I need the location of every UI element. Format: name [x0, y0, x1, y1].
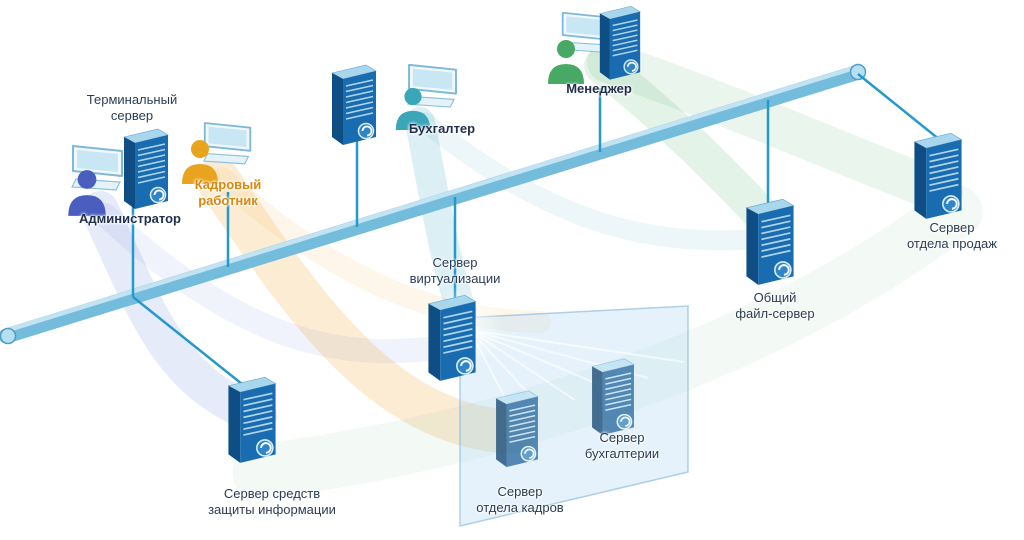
connection-lines — [131, 73, 941, 393]
terminal-server-label: Терминальный сервер — [86, 92, 178, 123]
manager-label: Менеджер — [566, 81, 632, 96]
hr-worker-label: Кадровый работник — [194, 177, 262, 208]
flow-ribbon-green-2 — [587, 41, 963, 213]
manager-person-icon — [544, 38, 588, 86]
virtualization-server-icon — [426, 292, 478, 382]
hr-department-server-label: Сервер отдела кадров — [476, 484, 564, 515]
file-server-label: Общий файл-сервер — [735, 290, 815, 321]
connection-line-security — [132, 296, 253, 393]
flow-ribbon-blue — [81, 191, 277, 435]
accounting-server-icon — [590, 356, 636, 436]
security-server-label: Сервер средств защиты информации — [208, 486, 336, 517]
flow-ribbon-green-3 — [232, 184, 983, 500]
security-server-icon — [226, 374, 278, 464]
network-bus — [0, 63, 867, 345]
administrator-label: Администратор — [79, 211, 181, 226]
virtualization-server-label: Сервер виртуализации — [409, 255, 501, 286]
file-server-icon — [744, 196, 796, 286]
connection-line-sales — [857, 73, 941, 141]
bus-endcap-left — [0, 327, 17, 345]
accounting-server-label: Сервер бухгалтерии — [584, 430, 660, 461]
sales-server-label: Сервер отдела продаж — [906, 220, 997, 251]
accountant-label: Бухгалтер — [408, 121, 476, 136]
sales-server-icon — [912, 130, 964, 220]
flow-ribbon-teal-2 — [415, 112, 780, 251]
flow-ribbon-orange — [196, 158, 534, 454]
flow-ribbon-blue-2 — [93, 203, 467, 364]
flow-ribbon-green — [584, 48, 790, 244]
hr-department-server-icon — [494, 388, 540, 468]
manager-server-icon — [598, 2, 642, 82]
